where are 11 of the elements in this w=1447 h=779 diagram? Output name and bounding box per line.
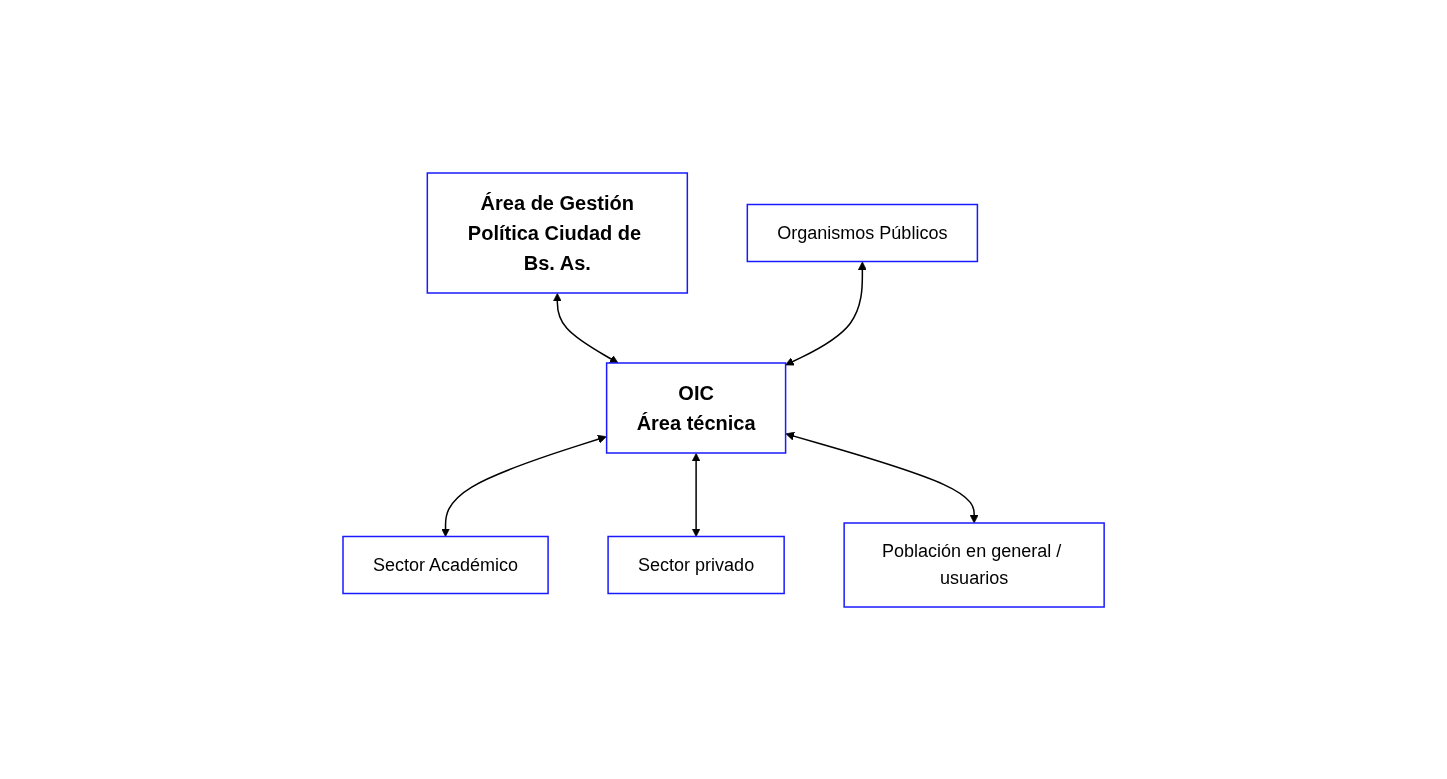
node-box: Sector Académico [342,535,549,594]
node-box: Organismos Públicos [746,203,979,262]
arrow [552,292,619,363]
arrow [785,431,979,523]
arrow [691,452,701,537]
node-box: Área de Gestión Política Ciudad de Bs. As. [426,171,688,294]
node-box: Población en general / usuarios [843,521,1105,608]
node-box: OIC Área técnica [605,361,787,454]
arrow [441,434,607,537]
arrow [785,261,867,365]
node-box: Sector privado [607,535,785,594]
